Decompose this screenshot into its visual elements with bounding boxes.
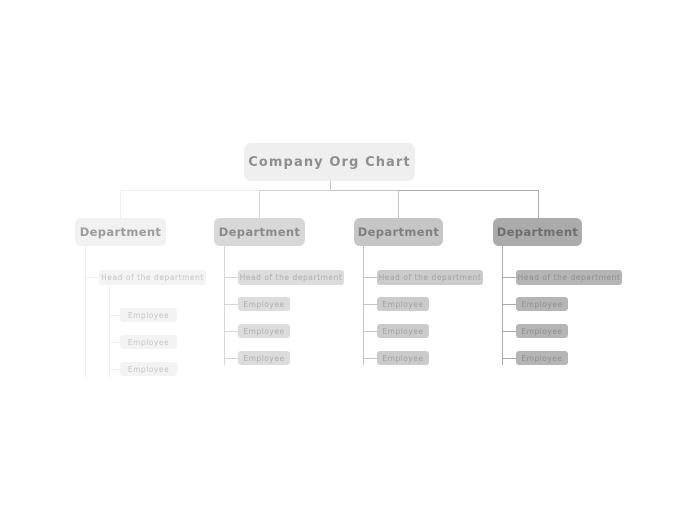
connector-drop-dept-3	[398, 190, 399, 218]
employee-node[interactable]: Employee	[120, 362, 177, 376]
connector-stub-col-4-emp-2	[502, 331, 517, 332]
employee-node[interactable]: Employee	[377, 351, 429, 365]
connector-bus-segment-1	[120, 190, 260, 191]
employee-node[interactable]: Employee	[238, 297, 290, 311]
connector-stub-col-1-head	[85, 277, 100, 278]
connector-drop-dept-1	[120, 190, 121, 218]
connector-drop-dept-2	[259, 190, 260, 218]
connector-stub-col-2-head	[224, 277, 239, 278]
connector-spine-col-3	[363, 246, 364, 365]
connector-stub-col-4-emp-1	[502, 304, 517, 305]
employee-node[interactable]: Employee	[120, 308, 177, 322]
connector-root-stem	[330, 181, 331, 191]
employee-node[interactable]: Employee	[120, 335, 177, 349]
employee-node[interactable]: Employee	[238, 324, 290, 338]
org-chart-title[interactable]: Company Org Chart	[244, 143, 415, 181]
employee-node[interactable]: Employee	[516, 324, 568, 338]
head-node-4[interactable]: Head of the department	[516, 270, 622, 285]
connector-spine-col-1	[85, 246, 86, 378]
employee-node[interactable]: Employee	[377, 324, 429, 338]
connector-spine-col-4	[502, 246, 503, 365]
connector-stub-col-1-emp-2	[109, 342, 121, 343]
department-node-3[interactable]: Department	[354, 218, 443, 246]
department-node-2[interactable]: Department	[214, 218, 305, 246]
connector-spine-col-2	[224, 246, 225, 365]
connector-stub-col-3-head	[363, 277, 378, 278]
head-node-1[interactable]: Head of the department	[99, 270, 206, 285]
head-node-2[interactable]: Head of the department	[238, 270, 344, 285]
connector-stub-col-3-emp-1	[363, 304, 378, 305]
head-node-3[interactable]: Head of the department	[377, 270, 483, 285]
connector-stub-col-3-emp-2	[363, 331, 378, 332]
connector-stub-col-3-emp-3	[363, 358, 378, 359]
connector-stub-col-1-emp-1	[109, 315, 121, 316]
connector-stub-col-2-emp-2	[224, 331, 239, 332]
connector-drop-dept-4	[538, 190, 539, 218]
department-node-4[interactable]: Department	[493, 218, 582, 246]
employee-node[interactable]: Employee	[377, 297, 429, 311]
employee-node[interactable]: Employee	[238, 351, 290, 365]
connector-stub-col-4-emp-3	[502, 358, 517, 359]
connector-stub-col-1-emp-3	[109, 369, 121, 370]
connector-stub-col-4-head	[502, 277, 517, 278]
employee-node[interactable]: Employee	[516, 351, 568, 365]
connector-bus-segment-4	[398, 190, 539, 191]
connector-bus-segment-3	[330, 190, 399, 191]
connector-bus-segment-2	[259, 190, 331, 191]
connector-stub-col-2-emp-3	[224, 358, 239, 359]
connector-subspine-col-1	[109, 285, 110, 378]
connector-stub-col-2-emp-1	[224, 304, 239, 305]
employee-node[interactable]: Employee	[516, 297, 568, 311]
department-node-1[interactable]: Department	[75, 218, 166, 246]
